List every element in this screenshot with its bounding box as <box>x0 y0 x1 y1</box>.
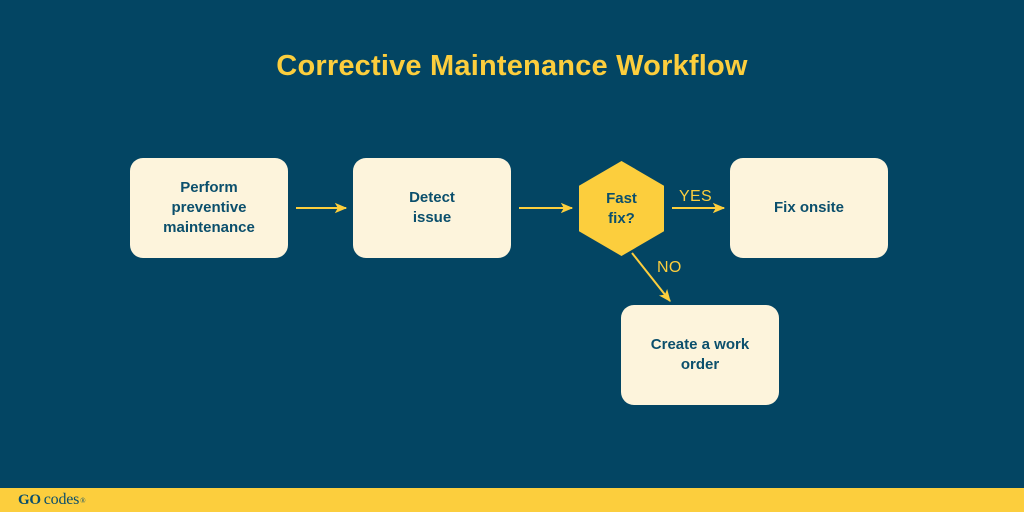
flow-node-create-a-work-order[interactable]: Create a work order <box>621 305 779 405</box>
logo-codes-text: codes <box>43 491 80 508</box>
flow-node-detect-issue[interactable]: Detect issue <box>353 158 511 258</box>
gocodes-logo[interactable]: GO codes ® <box>18 491 86 509</box>
flow-node-fix-onsite[interactable]: Fix onsite <box>730 158 888 258</box>
logo-registered-mark: ® <box>80 497 86 505</box>
logo-go-text: GO <box>18 492 41 508</box>
page-title: Corrective Maintenance Workflow <box>276 50 748 82</box>
edge-label-no: NO <box>657 259 682 276</box>
flow-node-fast-fix-decision[interactable]: Fast fix? <box>579 161 664 256</box>
edge-label-yes: YES <box>679 188 712 205</box>
flow-node-perform-preventive-maintenance[interactable]: Perform preventive maintenance <box>130 158 288 258</box>
footer-bar <box>0 488 1024 512</box>
